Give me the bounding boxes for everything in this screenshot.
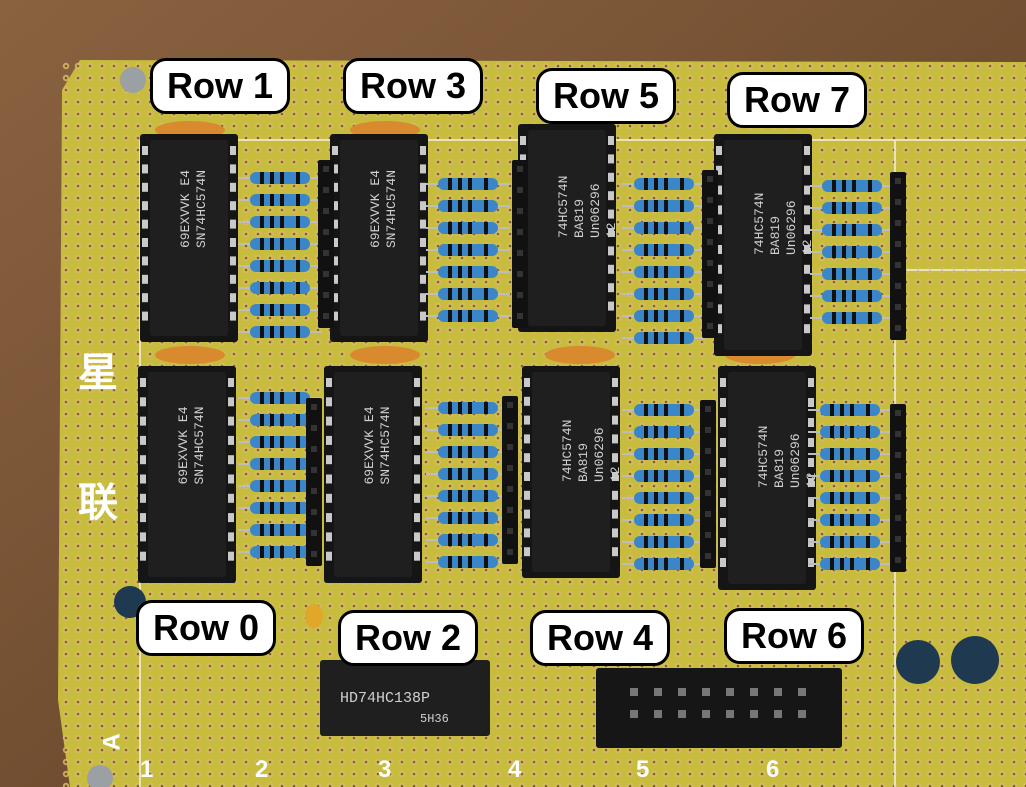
ic-chip: 74HC574NBA819Un0629612 [522,366,623,578]
column-number: 4 [508,756,522,783]
row-0-label: Row 0 [136,600,277,656]
silkscreen-char: 联 [78,481,118,525]
column-number: 5 [636,756,650,783]
electrolytic-capacitor [951,636,999,684]
column-number: 6 [766,756,780,783]
screw [87,765,113,787]
svg-text:74HC574NBA819Un0629612: 74HC574NBA819Un0629612 [560,420,623,482]
column-number: 2 [255,756,269,783]
ic-chip: 74HC574NBA819Un0629612 [718,366,819,590]
screw [120,67,146,93]
pin-header [700,400,716,568]
decoder-chip [320,660,490,736]
pin-header [318,160,334,328]
ic-chip: 69EXVVK E4SN74HC574N [324,366,422,583]
row-3-label: Row 3 [343,58,484,114]
pin-header [502,396,518,564]
capacitor [545,346,615,364]
row-6-label: Row 6 [724,608,865,664]
svg-text:74HC574NBA819Un0629612: 74HC574NBA819Un0629612 [756,426,819,488]
row-5-label: Row 5 [536,68,677,124]
silkscreen-char: 星 [78,351,118,395]
svg-text:69EXVVK E4SN74HC574N: 69EXVVK E4SN74HC574N [368,170,399,248]
electrolytic-capacitor [896,640,940,684]
ic-chip: 74HC574NBA819Un0629612 [714,134,815,356]
ic-chip: 69EXVVK E4SN74HC574N [140,134,238,342]
svg-text:74HC574NBA819Un0629612: 74HC574NBA819Un0629612 [556,176,619,238]
capacitor [350,346,420,364]
ceramic-capacitor [305,604,323,628]
svg-text:69EXVVK E4SN74HC574N: 69EXVVK E4SN74HC574N [178,170,209,248]
capacitor [155,346,225,364]
row-2-label: Row 2 [338,610,479,666]
column-number: 1 [140,756,154,783]
ic-chip: 69EXVVK E4SN74HC574N [138,366,236,583]
row-4-label: Row 4 [530,610,671,666]
pin-header [890,172,906,340]
ic-chip: 74HC574NBA819Un0629612 [518,124,619,332]
decoder-chip-label: HD74HC138P [340,690,430,707]
column-number: 3 [378,756,392,783]
pin-header [890,404,906,572]
decoder-chip-code: 5H36 [420,712,449,726]
svg-text:74HC574NBA819Un0629612: 74HC574NBA819Un0629612 [752,193,815,255]
svg-text:69EXVVK E4SN74HC574N: 69EXVVK E4SN74HC574N [176,406,207,484]
ribbon-connector [596,668,842,748]
pin-header [702,170,718,338]
pin-header [306,398,322,566]
row-7-label: Row 7 [727,72,868,128]
pin-header [512,160,528,328]
row-1-label: Row 1 [150,58,291,114]
row-letter: A [98,733,126,751]
ic-chip: 69EXVVK E4SN74HC574N [330,134,428,342]
svg-text:69EXVVK E4SN74HC574N: 69EXVVK E4SN74HC574N [362,406,393,484]
